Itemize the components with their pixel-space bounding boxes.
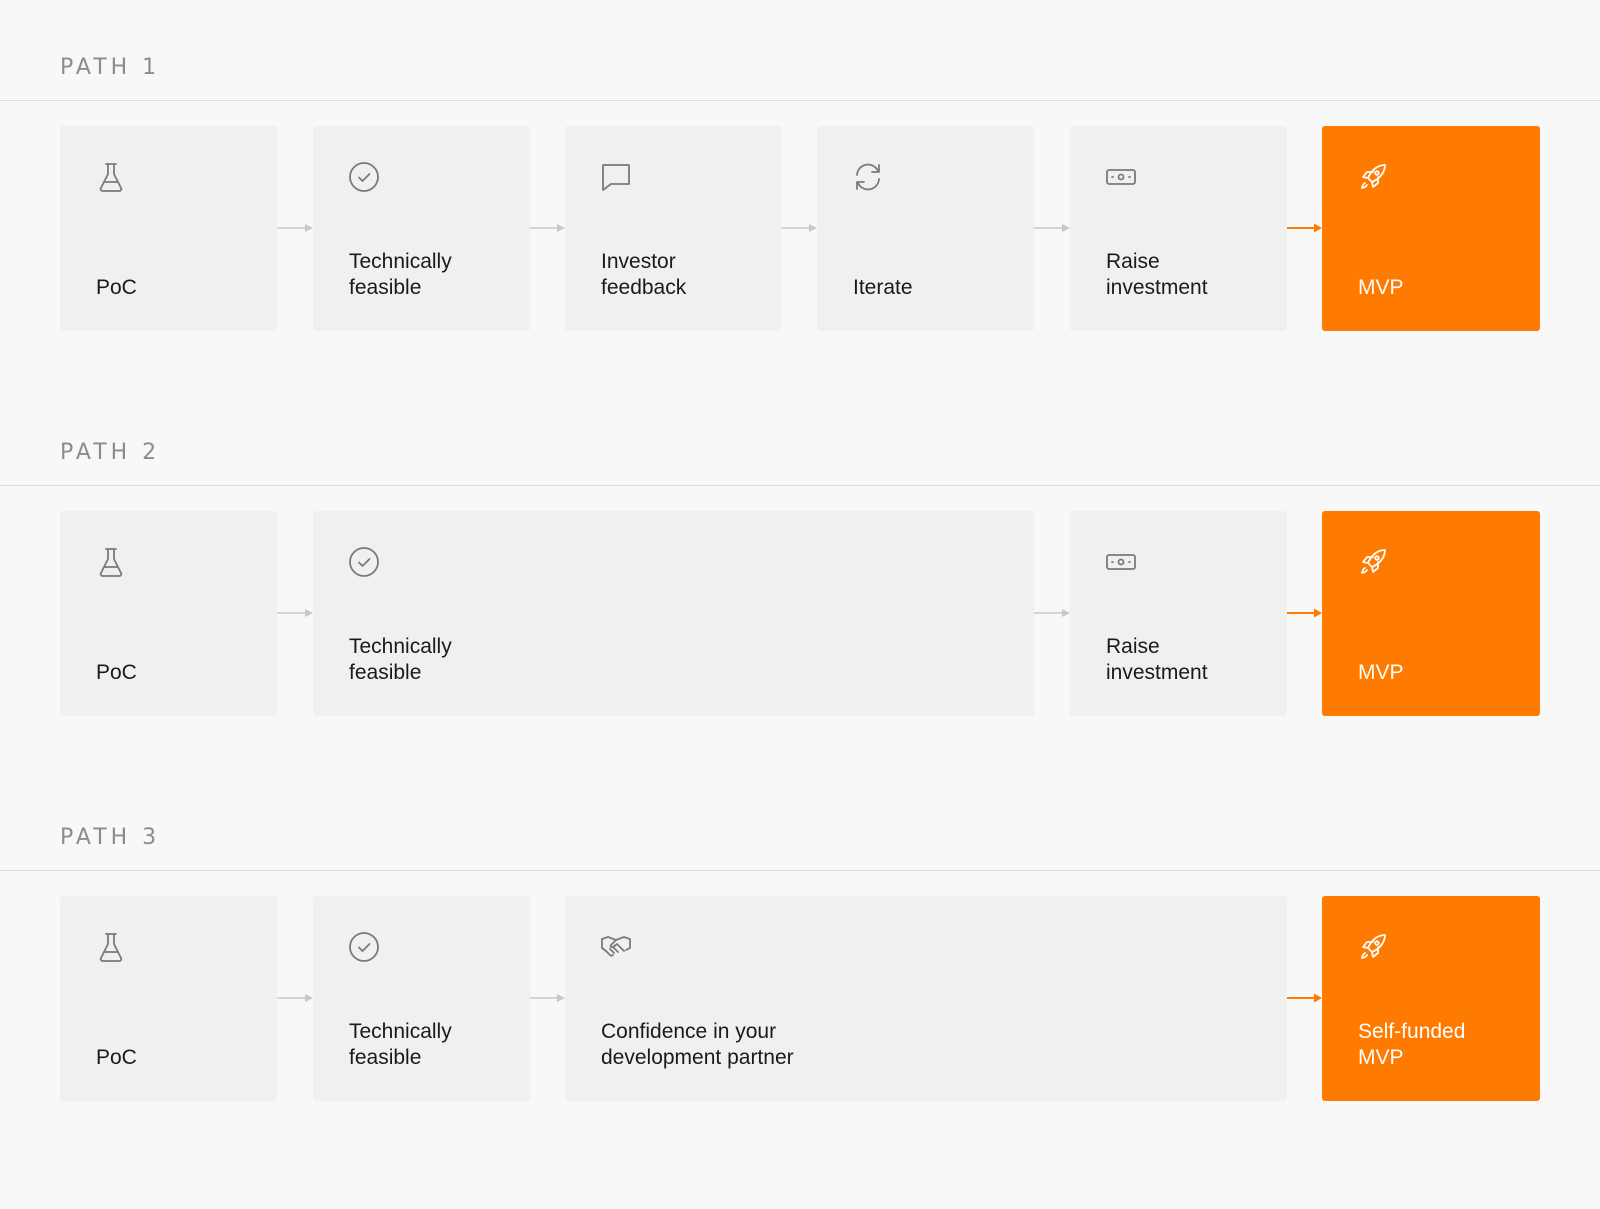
path-3-divider <box>0 870 1600 871</box>
path-1-step-technically-feasible: Technically feasible <box>313 126 530 331</box>
step-label: MVP <box>1358 276 1404 299</box>
step-label: Investor feedback <box>601 250 687 299</box>
path-1-connector-5 <box>1287 222 1322 234</box>
step-label: Iterate <box>853 276 913 299</box>
path-3-connector-1 <box>277 992 313 1004</box>
path-3-step-self-funded-mvp: Self-funded MVP <box>1322 896 1540 1101</box>
check-circle-icon <box>347 930 381 964</box>
path-1-step-raise-investment: Raise investment <box>1070 126 1287 331</box>
path-3-step-technically-feasible: Technically feasible <box>313 896 530 1101</box>
step-label: Self-funded MVP <box>1358 1020 1466 1069</box>
path-1-connector-3 <box>781 222 817 234</box>
path-3-title: PATH 3 <box>60 825 161 850</box>
step-label: Technically feasible <box>349 1020 452 1069</box>
path-2-connector-3 <box>1287 607 1322 619</box>
check-circle-icon <box>347 545 381 579</box>
chat-bubble-icon <box>599 160 633 194</box>
path-3-connector-2 <box>530 992 565 1004</box>
step-label: Confidence in your development partner <box>601 1020 794 1069</box>
path-2-step-mvp: MVP <box>1322 511 1540 716</box>
money-icon <box>1104 545 1138 579</box>
path-1-step-mvp: MVP <box>1322 126 1540 331</box>
step-label: Technically feasible <box>349 250 452 299</box>
money-icon <box>1104 160 1138 194</box>
path-2-connector-2 <box>1034 607 1070 619</box>
step-label: Raise investment <box>1106 635 1208 684</box>
flask-icon <box>94 930 128 964</box>
path-1-connector-2 <box>530 222 565 234</box>
rocket-icon <box>1356 545 1390 579</box>
path-2-divider <box>0 485 1600 486</box>
handshake-icon <box>599 930 633 964</box>
step-label: Raise investment <box>1106 250 1208 299</box>
step-label: MVP <box>1358 661 1404 684</box>
path-1-title: PATH 1 <box>60 55 161 80</box>
step-label: Technically feasible <box>349 635 452 684</box>
path-3-connector-3 <box>1287 992 1322 1004</box>
path-1-connector-1 <box>277 222 313 234</box>
path-3-step-poc: PoC <box>60 896 277 1101</box>
check-circle-icon <box>347 160 381 194</box>
path-1-step-investor-feedback: Investor feedback <box>565 126 781 331</box>
step-label: PoC <box>96 276 137 299</box>
path-1-step-poc: PoC <box>60 126 277 331</box>
path-2-title: PATH 2 <box>60 440 161 465</box>
path-2-connector-1 <box>277 607 313 619</box>
path-3-step-confidence-partner: Confidence in your development partner <box>565 896 1287 1101</box>
flask-icon <box>94 160 128 194</box>
path-2-step-raise-investment: Raise investment <box>1070 511 1287 716</box>
path-1-connector-4 <box>1034 222 1070 234</box>
step-label: PoC <box>96 1046 137 1069</box>
rocket-icon <box>1356 930 1390 964</box>
flask-icon <box>94 545 128 579</box>
refresh-icon <box>851 160 885 194</box>
rocket-icon <box>1356 160 1390 194</box>
path-1-divider <box>0 100 1600 101</box>
path-1-step-iterate: Iterate <box>817 126 1034 331</box>
path-2-step-technically-feasible: Technically feasible <box>313 511 1034 716</box>
path-2-step-poc: PoC <box>60 511 277 716</box>
step-label: PoC <box>96 661 137 684</box>
